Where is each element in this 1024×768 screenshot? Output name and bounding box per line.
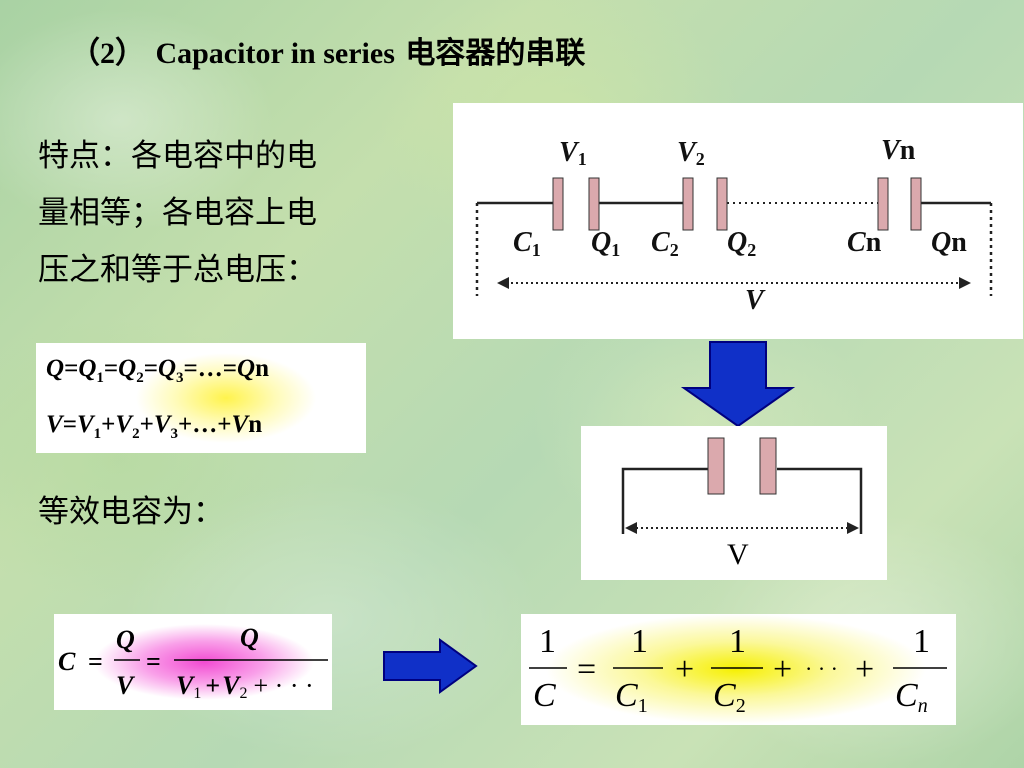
equivalent-capacitor [707,437,777,495]
eq-var: Q [157,355,176,382]
arrow-left-head [497,277,509,289]
capacitor-cn [877,177,922,231]
formula-one: 1 [913,623,930,660]
description-line: 特点：各电容中的电 [38,138,317,174]
capacitor-c1 [552,177,600,231]
slide-title: （2） Capacitor in series 电容器的串联 [70,28,585,72]
formula-plus: + [773,651,792,688]
equivalent-capacitance-label: 等效电容为： [38,494,224,530]
formula-eq: = [577,651,596,688]
label-qn: Qn [931,227,967,258]
eq-sub: 1 [96,370,104,386]
wire [777,467,863,534]
label-q1: Q1 [591,227,620,260]
eq-var: V [115,411,133,438]
formula-one: 1 [631,623,648,660]
formula-c2: C2 [713,677,746,717]
equations-box: Q=Q1=Q2=Q3=…=Qn V=V1+V2+V3+…+Vn [36,343,366,453]
series-circuit-svg: V1 V2 Vn C1 Q1 C2 Q2 Cn Qn V [475,135,993,316]
description-line: 量相等；各电容上电 [38,195,317,231]
eq-sub: 3 [170,426,179,442]
down-arrow-icon [680,340,796,432]
formula-q-numer: Q [116,625,135,654]
label-c1: C1 [513,227,541,260]
formula-one: 1 [539,623,556,660]
title-english: Capacitor in series [155,37,395,70]
eq-sub: n [255,355,269,382]
label-c2: C2 [651,227,679,260]
arrow-right-head [847,522,859,534]
eq-sep: = [62,411,77,438]
reciprocal-capacitance-formula: 1 C = 1 C1 + 1 C2 + · · · + 1 Cn [521,614,956,725]
series-circuit-diagram: V1 V2 Vn C1 Q1 C2 Q2 Cn Qn V [453,103,1023,339]
title-chinese: 电容器的串联 [405,36,586,71]
label-total-v: V [745,285,766,316]
label-q2: Q2 [727,227,756,260]
right-arrow-icon [382,638,480,698]
equivalent-circuit-diagram: V [581,426,887,580]
eq-sub: n [248,411,263,438]
eq-sep: = [103,355,119,382]
eq-var: V [46,411,63,438]
arrow-left-head [625,522,637,534]
eq-var: V [153,411,171,438]
title-number: （2） [70,37,145,70]
eq-ellipsis: … [192,411,218,438]
eq-sub: 1 [93,426,102,442]
equivalent-circuit-svg: V [621,437,863,571]
label-vn: Vn [881,135,916,166]
description-line: 压之和等于总电压： [38,252,317,288]
formula-c: C [533,677,556,714]
eq-var: Q [78,355,97,382]
description-text: 特点：各电容中的电 量相等；各电容上电 压之和等于总电压： [38,128,408,299]
capacitor-c2 [682,177,728,231]
eq-sep: = [64,355,79,382]
eq-sep: + [139,411,154,438]
eq-sep: + [178,411,193,438]
formula-v-denom: V [116,671,136,700]
formula-c: C [58,647,76,676]
eq-var: Q [118,355,137,382]
eq-ellipsis: … [197,355,223,382]
formula-q-numer: Q [240,623,259,652]
eq-sub: 2 [132,426,140,442]
eq-var: V [231,411,249,438]
eq-sep: + [217,411,232,438]
eq-sep: + [101,411,116,438]
label-v2: V2 [677,137,705,169]
eq-var: Q [237,355,256,382]
formula-cn: Cn [895,677,928,717]
formula-eq: = [88,647,103,676]
formula-eq: = [146,647,161,676]
formula-c1: C1 [615,677,648,717]
eq-sep: = [222,355,237,382]
formula-one: 1 [729,623,746,660]
voltage-equation: V=V1+V2+V3+…+Vn [46,411,262,443]
eq-var: Q [46,355,65,382]
label-total-v: V [727,538,749,571]
eq-sep: = [143,355,158,382]
eq-sub: 2 [136,370,144,386]
arrow-right-head [959,277,971,289]
eq-var: V [76,411,94,438]
capacitance-formula: C = Q V = Q V1+V2+ · · · [54,614,332,710]
eq-sub: 3 [176,370,184,386]
label-cn: Cn [847,227,882,258]
formula-sum-denom: V1+V2+ · · · [176,671,314,702]
wire [621,467,711,534]
formula-dots: · · · [805,656,838,681]
charge-equation: Q=Q1=Q2=Q3=…=Qn [46,355,269,387]
label-v1: V1 [559,137,587,169]
formula-plus: + [855,651,874,688]
formula-plus: + [675,651,694,688]
eq-sep: = [183,355,198,382]
